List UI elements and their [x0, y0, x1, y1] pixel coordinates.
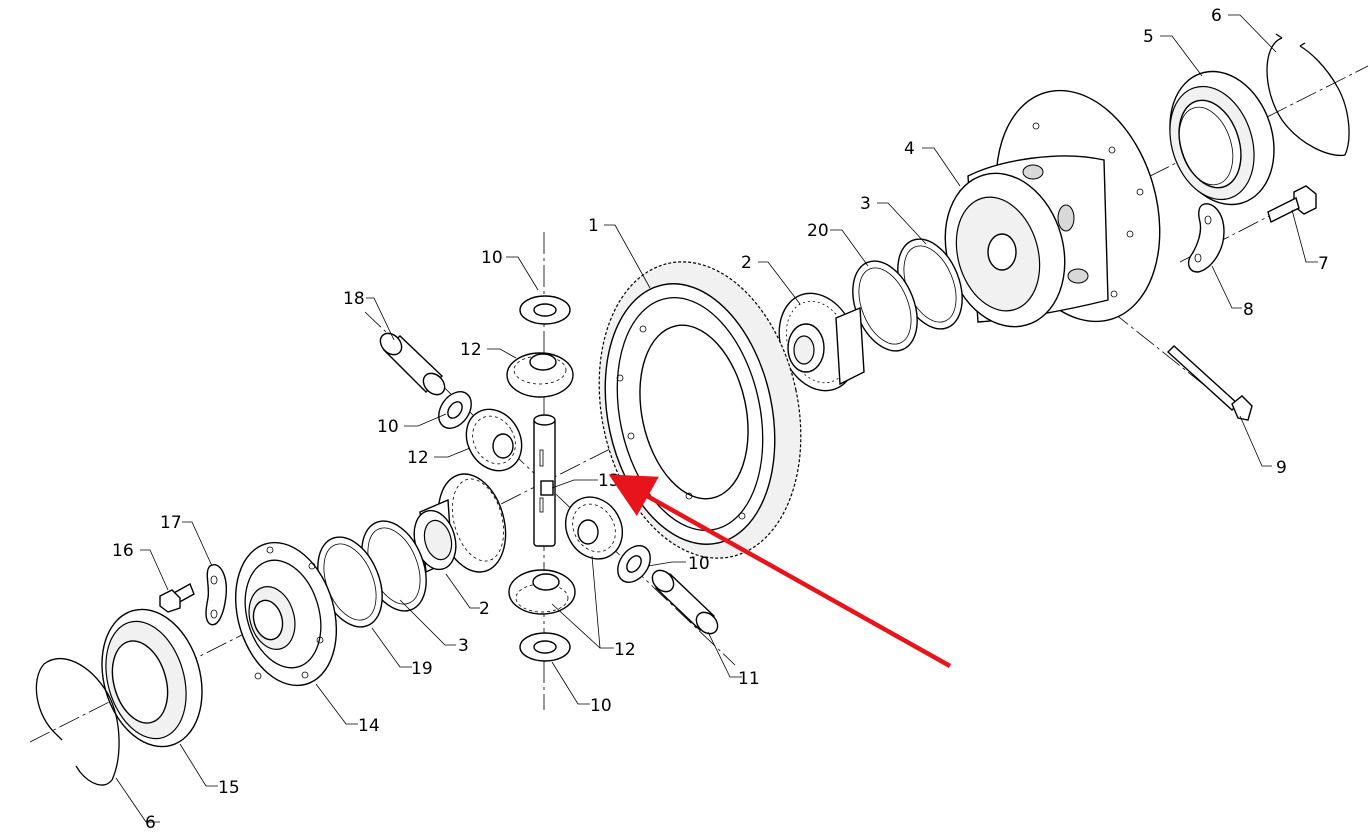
callout-label-15: 15 [218, 778, 240, 798]
pin-18 [379, 332, 446, 396]
pinion-gears-12 [465, 352, 624, 615]
side-gear-right [778, 292, 865, 392]
shims-left [317, 520, 427, 628]
pin-11 [651, 569, 719, 635]
bearing-right [1169, 70, 1275, 206]
callout-label-7: 7 [1318, 254, 1329, 274]
differential-case-4 [944, 89, 1161, 328]
callout-label-10-top: 10 [481, 248, 503, 268]
snap-ring-left [35, 657, 120, 786]
callout-label-5: 5 [1143, 27, 1154, 47]
bolt-9 [1166, 345, 1253, 421]
bearing-left [101, 608, 203, 748]
bolt-16 [159, 583, 195, 613]
callout-label-2-right: 2 [741, 253, 752, 273]
cross-shaft-13 [533, 414, 556, 547]
callout-label-10-bottom: 10 [590, 696, 612, 716]
callout-label-2-left: 2 [479, 599, 490, 619]
callout-label-4: 4 [904, 139, 915, 159]
callout-label-9: 9 [1276, 458, 1287, 478]
callout-label-12-top: 12 [460, 340, 482, 360]
callout-label-20: 20 [807, 221, 829, 241]
lock-plate-17 [205, 564, 227, 626]
shims-right [852, 238, 963, 352]
callout-label-8: 8 [1243, 300, 1254, 320]
callout-label-3-right: 3 [860, 194, 871, 214]
callout-label-17: 17 [160, 513, 182, 533]
callout-label-13: 13 [598, 471, 620, 491]
lock-plate-8 [1187, 203, 1225, 273]
side-gear-left [413, 473, 507, 574]
callout-label-12-left: 12 [407, 448, 429, 468]
callout-label-19: 19 [411, 659, 433, 679]
callout-label-1: 1 [588, 216, 599, 236]
thrust-washers-10 [438, 295, 651, 662]
bolt-7 [1267, 185, 1317, 223]
flange-14 [234, 541, 338, 687]
callout-label-3-left: 3 [458, 636, 469, 656]
snap-ring-right [1266, 33, 1350, 157]
callout-label-10-left: 10 [377, 417, 399, 437]
callout-label-16: 16 [112, 541, 134, 561]
callout-label-14: 14 [358, 716, 380, 736]
callout-label-6-right: 6 [1211, 6, 1222, 26]
callout-label-6-left: 6 [145, 813, 156, 833]
leader-lines [115, 14, 1318, 823]
callout-label-11: 11 [738, 669, 760, 689]
callout-label-18: 18 [343, 289, 365, 309]
callout-label-12-bottom: 12 [614, 640, 636, 660]
callout-label-10-right: 10 [688, 554, 710, 574]
callout-labels: 1 2 2 3 3 4 5 6 6 7 8 9 10 10 10 10 11 1… [112, 6, 1329, 833]
highlight-arrow [608, 474, 952, 668]
